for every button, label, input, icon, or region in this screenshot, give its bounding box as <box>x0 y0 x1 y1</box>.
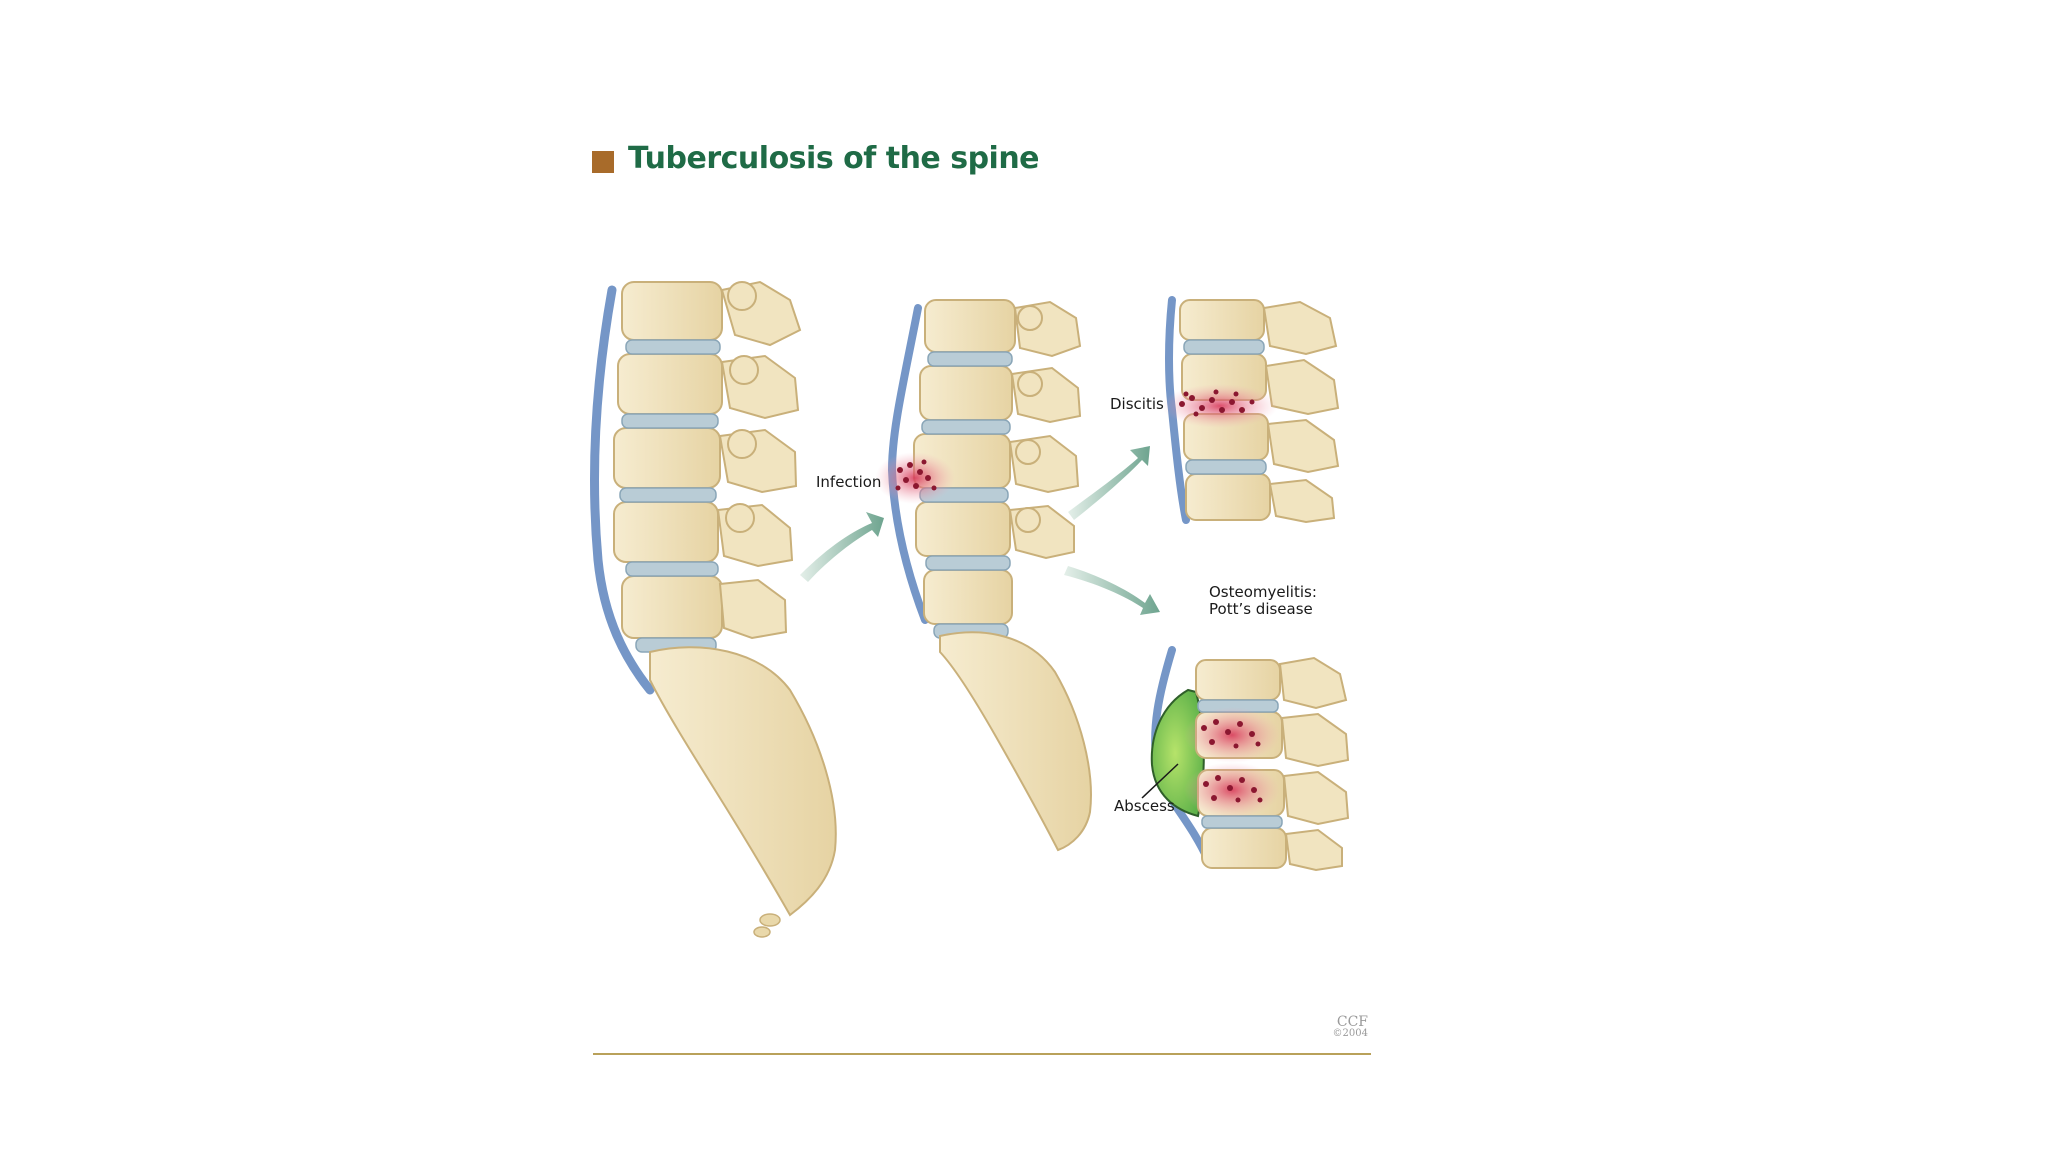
vertebra <box>621 281 723 341</box>
disc <box>621 413 719 429</box>
label-osteomyelitis: Osteomyelitis: <box>1209 583 1317 601</box>
discitis-panel <box>1162 296 1340 524</box>
vertebra <box>613 501 719 563</box>
label-discitis: Discitis <box>1110 395 1164 413</box>
disc <box>625 561 719 577</box>
disc <box>625 339 721 355</box>
abscess-leader-line <box>1141 763 1179 799</box>
credit-ccf: CCF <box>1336 1014 1368 1030</box>
copyright-credit: CCF ©2004 <box>1318 1014 1368 1040</box>
disc <box>619 487 717 503</box>
sacrum <box>649 646 837 917</box>
vertebra <box>621 575 723 639</box>
title-bullet-square <box>592 151 614 173</box>
healthy-spine <box>589 280 837 938</box>
label-infection: Infection <box>816 473 882 491</box>
potts-disease-panel <box>1141 646 1350 872</box>
posterior-process <box>718 578 788 640</box>
vertebra <box>613 427 721 489</box>
anterior-ligament <box>589 285 655 695</box>
progression-arrow-3 <box>1064 566 1160 615</box>
infected-spine <box>875 299 1092 852</box>
infection-dots <box>895 459 937 491</box>
label-potts-disease: Pott’s disease <box>1209 600 1313 618</box>
progression-arrow-1 <box>800 512 884 582</box>
slide-title: Tuberculosis of the spine <box>628 141 1040 176</box>
credit-year: ©2004 <box>1332 1028 1368 1039</box>
label-abscess: Abscess <box>1114 797 1175 815</box>
vertebra <box>617 353 723 415</box>
progression-arrow-2 <box>1068 446 1150 520</box>
bottom-divider-rule <box>593 1053 1371 1055</box>
